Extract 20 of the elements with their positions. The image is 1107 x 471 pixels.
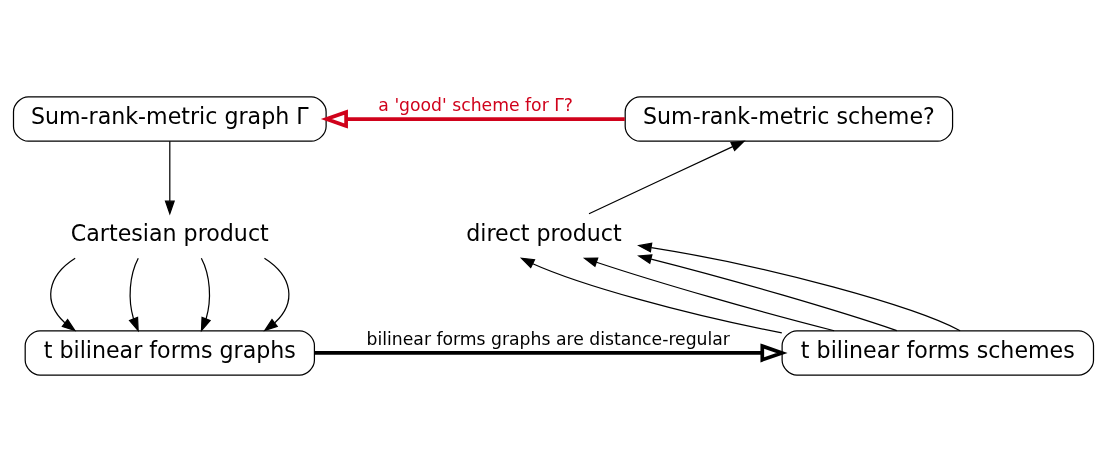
arrow bbox=[200, 257, 212, 332]
node-text: Cartesian product bbox=[70, 219, 269, 246]
arrow bbox=[50, 257, 77, 332]
node-box: t bilinear forms schemes bbox=[781, 329, 1095, 376]
arrow bbox=[263, 257, 290, 332]
node-text: direct product bbox=[466, 219, 622, 246]
arrow bbox=[588, 140, 746, 214]
node-box: t bilinear forms graphs bbox=[24, 329, 316, 376]
arrow bbox=[519, 256, 783, 333]
arrow bbox=[637, 242, 961, 331]
arrow bbox=[164, 140, 175, 215]
arrow bbox=[582, 256, 835, 331]
node-box: Sum-rank-metric scheme? bbox=[624, 95, 954, 142]
arrow bbox=[314, 342, 788, 362]
arrow bbox=[128, 257, 139, 332]
node-box: Sum-rank-metric graph Γ bbox=[12, 95, 327, 142]
edge-label: bilinear forms graphs are distance-regular bbox=[366, 328, 730, 349]
edge-label: a 'good' scheme for Γ? bbox=[378, 94, 573, 115]
arrow bbox=[320, 109, 625, 129]
arrow bbox=[637, 253, 898, 331]
